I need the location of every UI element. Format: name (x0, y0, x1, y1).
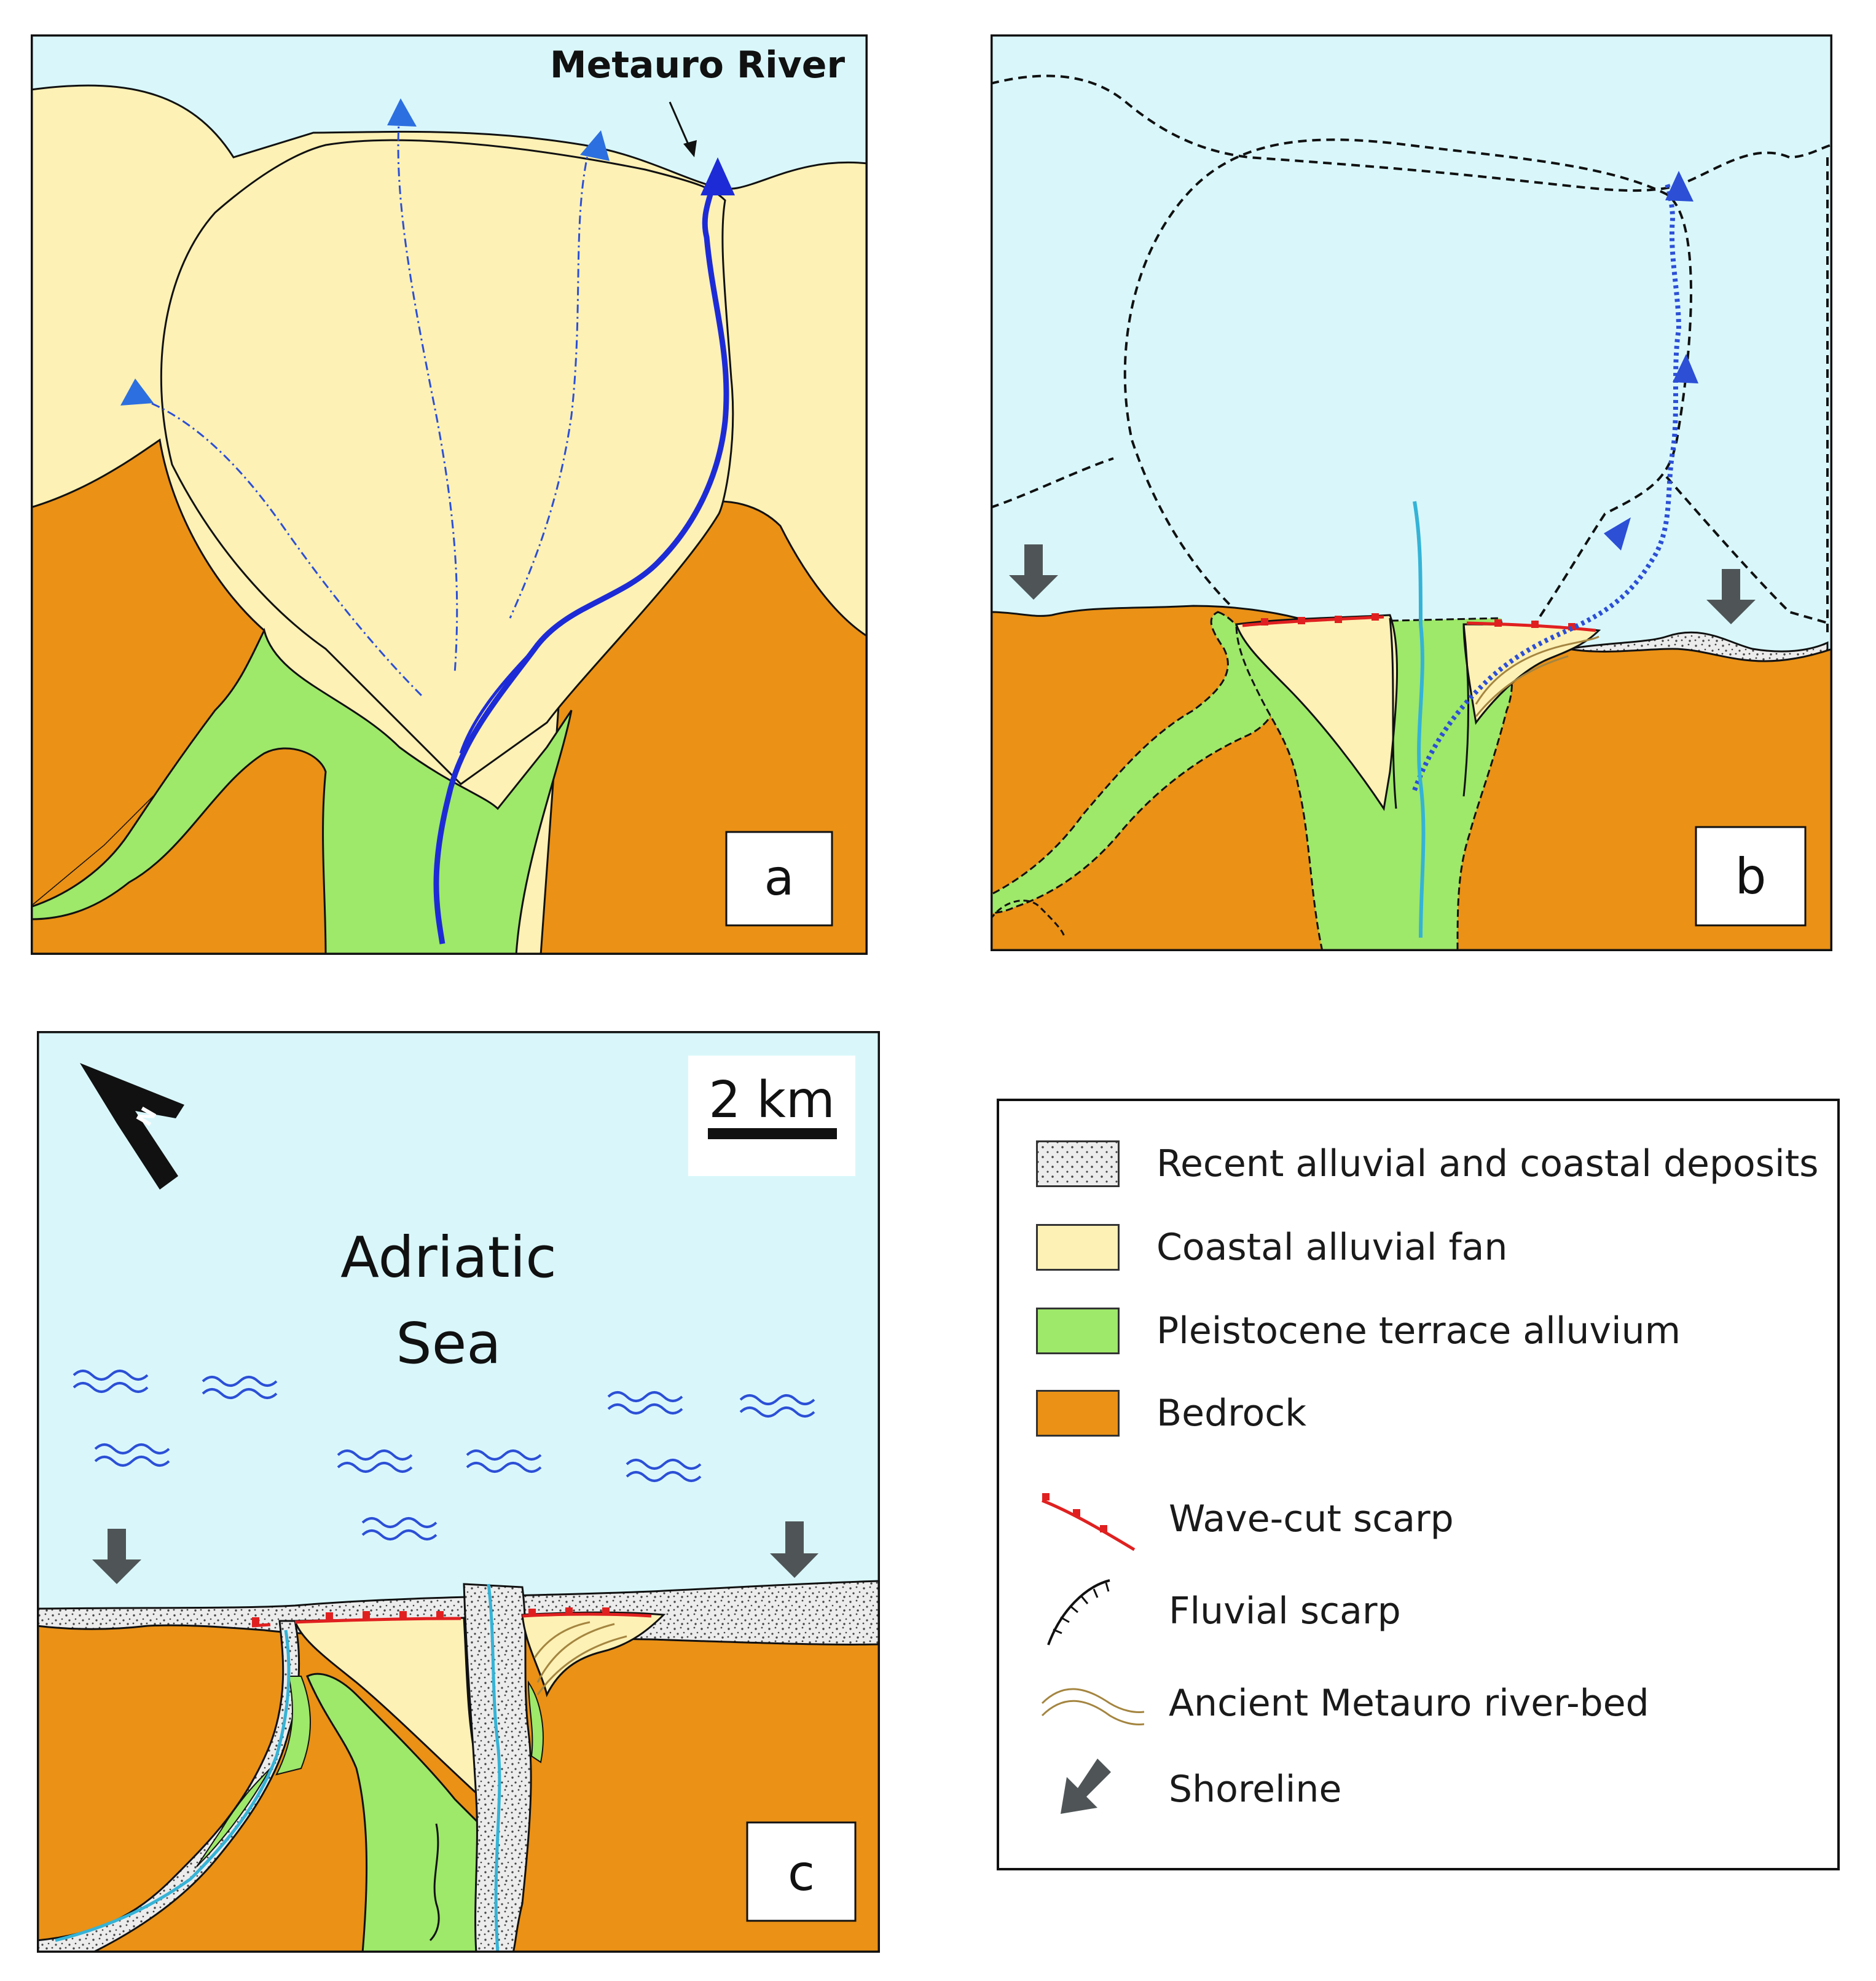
modern-river (1413, 501, 1426, 938)
wave-icon (466, 1449, 542, 1473)
legend-label: Recent alluvial and coastal deposits (1156, 1142, 1819, 1185)
wave-icons (73, 1370, 815, 1540)
panel-tag-box (1695, 826, 1807, 927)
recent-deposits (463, 1583, 532, 1953)
panel-b: b (991, 34, 1832, 951)
wave-icon (739, 1394, 815, 1418)
river-arrow-icon (1673, 354, 1698, 383)
ancient-river-bed (536, 1635, 627, 1695)
panel-tag-box (725, 831, 833, 927)
metauro-river (433, 181, 729, 944)
scale-label: 2 km (708, 1071, 835, 1129)
fluvial-scarp (429, 1823, 440, 1942)
fluvial-scarp (1462, 624, 1469, 797)
legend-item-bedrock: Bedrock (1036, 1390, 1306, 1437)
wave-icon (202, 1376, 278, 1399)
former-bedrock-outline (991, 457, 1832, 626)
wave-icon (607, 1391, 683, 1414)
legend-label: Bedrock (1156, 1392, 1306, 1435)
fan-swatch (1036, 1224, 1120, 1271)
legend: Recent alluvial and coastal deposits Coa… (997, 1099, 1840, 1870)
legend-item-wave-cut-scarp: Wave-cut scarp (1036, 1482, 1454, 1556)
legend-label: Pleistocene terrace alluvium (1156, 1309, 1681, 1352)
former-fan-outline (1123, 138, 1692, 773)
shoreline-arrow-icon (1009, 544, 1058, 600)
coastal-fan (160, 139, 734, 785)
river-arrow-icon (1665, 171, 1694, 202)
ancient-river-bed (533, 1621, 591, 1658)
fan-channel-1 (135, 396, 425, 699)
legend-item-ancient-river-bed: Ancient Metauro river-bed (1036, 1666, 1649, 1740)
wave-cut-scarp (251, 1612, 652, 1628)
legend-label: Shoreline (1169, 1768, 1342, 1811)
terrace-swatch (1036, 1308, 1120, 1354)
north-arrow-icon: N (80, 1063, 184, 1190)
panel-tag-box (746, 1821, 857, 1922)
channel-arrow-icon (580, 130, 610, 161)
legend-label: Coastal alluvial fan (1156, 1226, 1508, 1269)
wave-icon (361, 1517, 438, 1540)
modern-river (55, 1630, 291, 1942)
fan-channel-2 (397, 114, 458, 674)
metauro-river-bank (459, 641, 542, 754)
wave-icon (337, 1449, 413, 1473)
shoreline-arrow-icon (1061, 1759, 1111, 1814)
river-arrow-icon (701, 157, 735, 195)
panel-a: Metauro River a (31, 34, 868, 955)
shoreline-arrow-icon (92, 1529, 141, 1584)
terrace-area (991, 611, 1279, 914)
pointer-arrowhead-icon (683, 140, 697, 157)
legend-item-shoreline: Shoreline (1036, 1752, 1341, 1826)
bedrock-area-left (31, 438, 265, 908)
sea-label: Sea (396, 1311, 501, 1376)
wave-icon (73, 1370, 149, 1393)
ancient-river-bed (536, 1623, 615, 1683)
scale-bar-box (688, 1056, 855, 1176)
legend-label: Fluvial scarp (1169, 1590, 1401, 1633)
legend-item-recent-deposits: Recent alluvial and coastal deposits (1036, 1140, 1818, 1187)
stipple-swatch (1036, 1140, 1120, 1187)
wave-cut-scarp-ticks (1261, 613, 1576, 630)
modern-river (487, 1583, 501, 1953)
legend-label: Wave-cut scarp (1169, 1497, 1454, 1540)
channel-arrow-icon (120, 379, 154, 406)
ancient-river-course (1412, 181, 1682, 791)
recent-deposits (37, 1620, 300, 1953)
river-label: Metauro River (550, 44, 846, 87)
fluvial-scarp (1389, 618, 1397, 809)
wave-cut-scarp-icon (1042, 1493, 1136, 1551)
legend-item-fluvial-scarp: Fluvial scarp (1036, 1574, 1401, 1648)
sea-label: Adriatic (340, 1225, 557, 1290)
terrace-area (527, 1680, 544, 1763)
ancient-river-bed (1475, 655, 1569, 717)
ancient-river-bed-icon (1041, 1688, 1144, 1725)
panel-tag: b (1735, 848, 1767, 905)
wave-cut-scarp-ticks (252, 1607, 610, 1625)
ancient-river-bed (1475, 635, 1599, 705)
bedrock-swatch (1036, 1390, 1120, 1437)
terrace-area (196, 1676, 311, 1867)
legend-item-terrace: Pleistocene terrace alluvium (1036, 1308, 1681, 1354)
legend-item-coastal-fan: Coastal alluvial fan (1036, 1224, 1507, 1271)
scale-bar (708, 1128, 837, 1139)
wave-icon (94, 1443, 170, 1467)
river-arrow-icon (1604, 517, 1631, 551)
shoreline-arrow-icon (1706, 569, 1756, 624)
former-upland-outline (991, 74, 1832, 192)
panel-tag: a (764, 849, 794, 906)
panel-tag: c (788, 1845, 815, 1902)
legend-label: Ancient Metauro river-bed (1169, 1682, 1649, 1725)
shoreline-arrow-icon (770, 1521, 818, 1578)
fluvial-scarp-icon (1047, 1579, 1110, 1646)
panel-c: Adriatic Sea 2 km N c (37, 1031, 880, 1953)
channel-arrow-icon (387, 98, 417, 127)
wave-icon (626, 1459, 702, 1482)
